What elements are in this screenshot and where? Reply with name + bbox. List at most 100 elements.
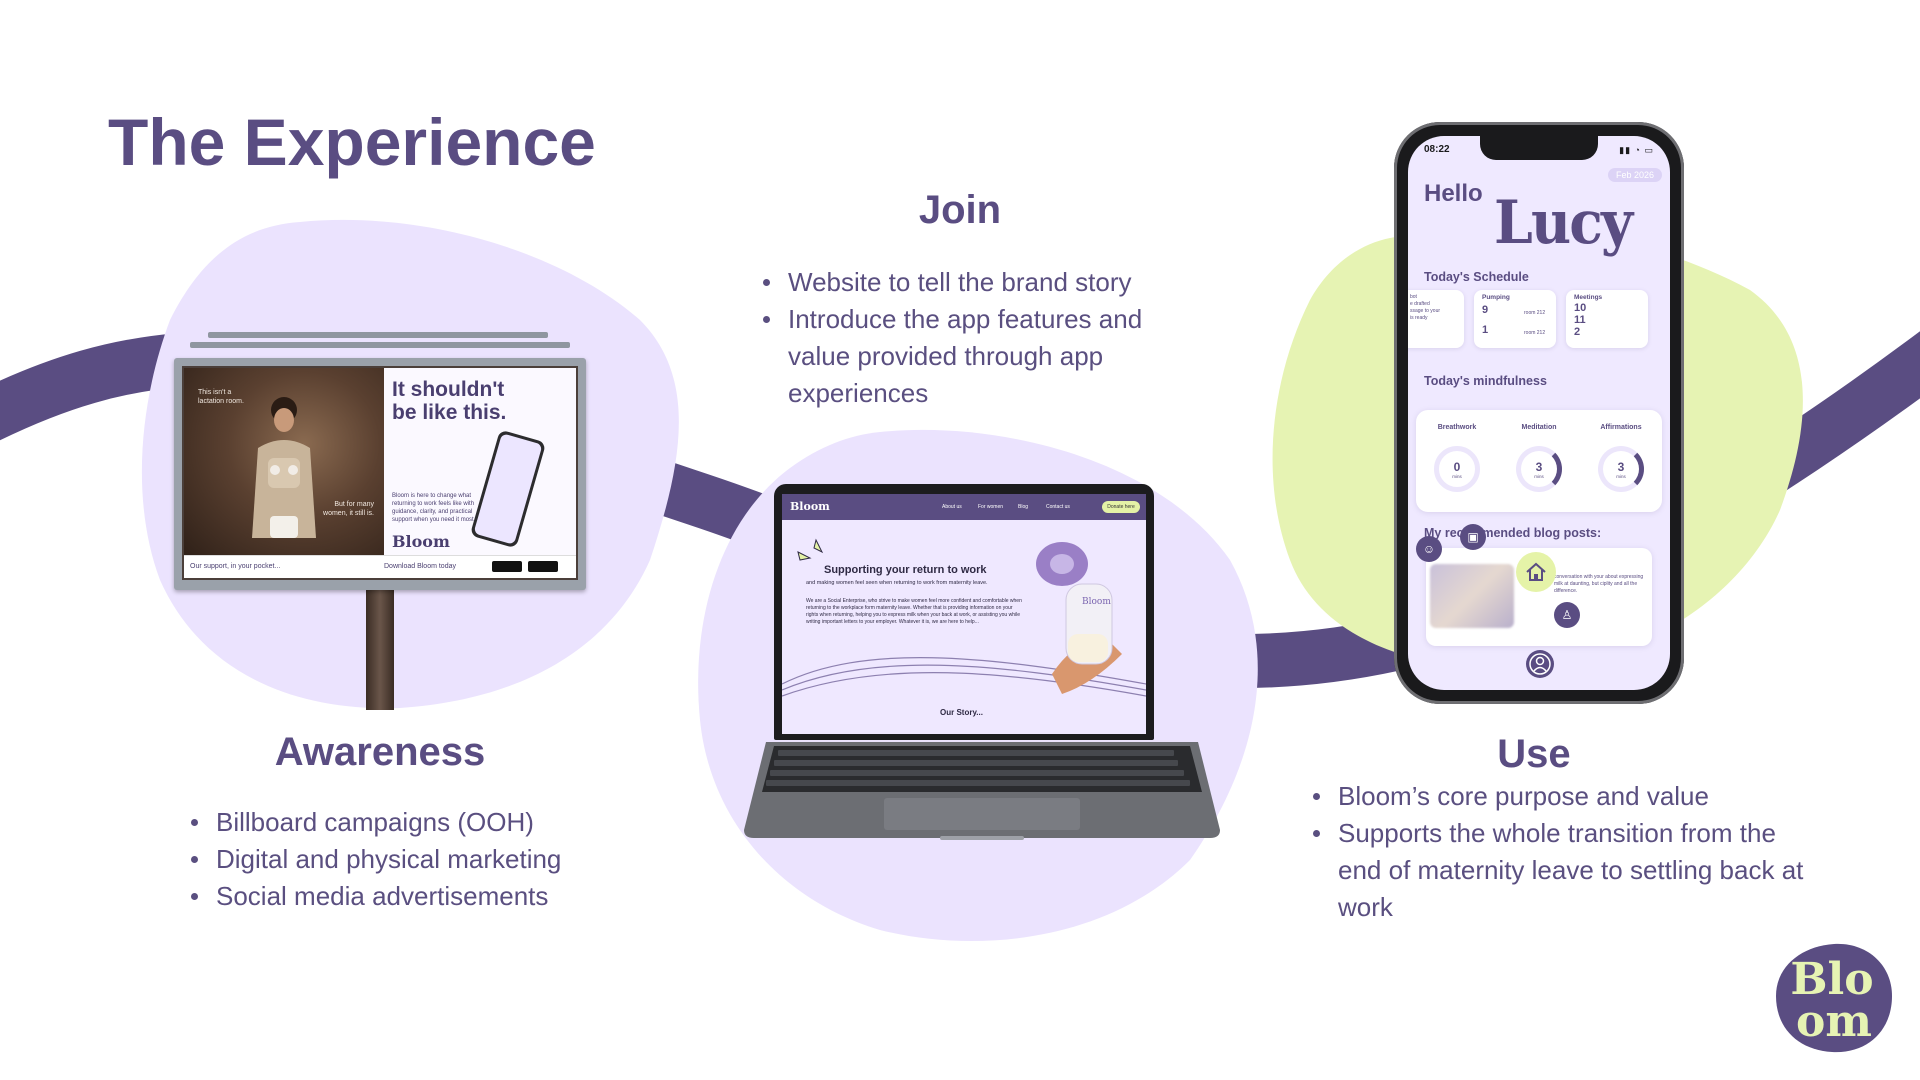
pumping-room-1: room 212 (1524, 310, 1546, 316)
meetings-time-3: 2 (1574, 326, 1581, 338)
app-store-badge (492, 561, 522, 572)
billboard-small-text-mid: But for many women, it still is. (323, 501, 374, 517)
greeting: Hello (1424, 180, 1483, 207)
affirmations-ring[interactable]: 3 mins (1598, 446, 1644, 492)
billboard-mockup: This isn't a lactation room. But for man… (168, 330, 592, 710)
join-bullet: Website to tell the brand story (760, 264, 1180, 301)
affirmations-label: Affirmations (1600, 424, 1642, 431)
home-icon (1526, 562, 1546, 581)
website-paragraph: We are a Social Enterprise, who strive t… (806, 598, 1022, 625)
billboard-footer-left: Our support, in your pocket... (190, 563, 281, 570)
schedule-card-meetings[interactable]: Meetings 10 11 2 (1566, 290, 1648, 348)
website-hero-title: Supporting your return to work (824, 564, 987, 576)
awareness-heading: Awareness (274, 730, 486, 774)
awareness-bullet: Social media advertisements (188, 878, 628, 915)
phone-notch (1480, 136, 1598, 160)
nav-link-for-women[interactable]: For women (978, 504, 1004, 510)
logo-line-2: om (1796, 996, 1872, 1047)
laptop-mockup: Bloom About us For women Blog Contact us… (744, 484, 1220, 848)
blog-image (1430, 564, 1514, 628)
website-hero-subtitle: and making women feel seen when returnin… (806, 580, 988, 586)
billboard-rail (208, 332, 548, 338)
affirmations-unit: mins (1616, 474, 1626, 479)
breathwork-unit: mins (1452, 474, 1462, 479)
website-screen: Bloom About us For women Blog Contact us… (782, 494, 1146, 734)
date-selector[interactable]: Feb 2026 (1607, 168, 1662, 182)
home-button[interactable] (1516, 552, 1556, 592)
awareness-bullets: Billboard campaigns (OOH) Digital and ph… (188, 804, 628, 915)
laptop-base (744, 742, 1220, 840)
affirmations-value: 3 (1617, 460, 1625, 474)
billboard-pole (366, 580, 394, 710)
blog-title: My recommended blog posts: (1424, 526, 1602, 540)
billboard-body-text: Bloom is here to change what returning t… (392, 493, 476, 523)
our-story-link[interactable]: Our Story... (940, 708, 983, 717)
pumping-time-1: 9 (1482, 304, 1489, 316)
phone-mockup: 08:22 ▮▮ ◔ ▭ Feb 2026 Hello Lucy Today's… (1394, 122, 1684, 704)
awareness-bullet: Billboard campaigns (OOH) (188, 804, 628, 841)
breast-pump-hand-image: Bloom (1036, 542, 1122, 694)
billboard-headline: It shouldn't be like this. (392, 378, 507, 424)
pumping-time-2: 1 (1482, 324, 1489, 336)
blog-snippet: conversation with your about expressing … (1554, 574, 1644, 594)
breathwork-label: Breathwork (1437, 424, 1477, 431)
profile-button[interactable] (1526, 650, 1554, 678)
status-time: 08:22 (1424, 144, 1450, 155)
meditation-person-icon[interactable]: ♙ (1554, 602, 1580, 628)
billboard-logo: Bloom (392, 532, 450, 551)
billboard-small-text-top: This isn't a lactation room. (198, 389, 244, 405)
use-bullets: Bloom’s core purpose and value Supports … (1310, 778, 1810, 926)
google-play-badge (528, 561, 558, 572)
billboard-rail (190, 342, 570, 348)
website-navbar: Bloom About us For women Blog Contact us… (782, 494, 1146, 520)
bloom-logo: Blo om (1776, 943, 1892, 1053)
robot-icon[interactable]: ☺ (1416, 536, 1442, 562)
logo-line-1: Blo (1790, 954, 1873, 1005)
woman-pumping-illustration (252, 397, 316, 538)
meditation-value: 3 (1535, 460, 1543, 474)
schedule-card-pumping[interactable]: Pumping 9 1 room 212 room 212 (1474, 290, 1556, 348)
website-logo[interactable]: Bloom (790, 500, 830, 513)
mindfulness-card: Breathwork Meditation Affirmations 0 min… (1416, 410, 1662, 512)
meditation-unit: mins (1534, 474, 1544, 479)
meetings-time-1: 10 (1574, 302, 1587, 314)
status-icons: ▮▮ ◔ ▭ (1619, 145, 1654, 155)
join-bullet: Introduce the app features and value pro… (760, 301, 1180, 412)
meetings-time-2: 11 (1574, 314, 1586, 326)
schedule-title: Today's Schedule (1424, 270, 1529, 284)
pumping-room-2: room 212 (1524, 330, 1546, 336)
bottle-icon[interactable]: ▣ (1460, 524, 1486, 550)
meditation-label: Meditation (1521, 424, 1557, 431)
donate-button[interactable]: Donate here (1102, 501, 1140, 513)
profile-icon (1529, 653, 1551, 675)
use-bullet: Bloom’s core purpose and value (1310, 778, 1810, 815)
meditation-ring[interactable]: 3 mins (1516, 446, 1562, 492)
breathwork-value: 0 (1453, 460, 1461, 474)
nav-link-contact[interactable]: Contact us (1046, 504, 1070, 510)
join-bullets: Website to tell the brand story Introduc… (760, 264, 1180, 412)
meetings-title: Meetings (1574, 294, 1603, 301)
svg-text:Bloom: Bloom (1082, 597, 1111, 607)
sparkle-icon (797, 538, 824, 561)
page-title: The Experience (108, 105, 596, 179)
billboard-phone-image (469, 429, 547, 549)
billboard-ad: This isn't a lactation room. But for man… (182, 366, 578, 580)
awareness-bullet: Digital and physical marketing (188, 841, 628, 878)
billboard-footer: Our support, in your pocket... Download … (184, 555, 576, 578)
nav-link-blog[interactable]: Blog (1018, 504, 1029, 510)
join-heading: Join (918, 188, 1002, 232)
use-bullet: Supports the whole transition from the e… (1310, 815, 1810, 926)
breathwork-ring[interactable]: 0 mins (1434, 446, 1480, 492)
pumping-title: Pumping (1482, 294, 1510, 301)
laptop-lid: Bloom About us For women Blog Contact us… (774, 484, 1154, 740)
mindfulness-title: Today's mindfulness (1424, 374, 1547, 388)
app-screen: 08:22 ▮▮ ◔ ▭ Feb 2026 Hello Lucy Today's… (1408, 136, 1670, 690)
user-name: Lucy (1494, 188, 1633, 258)
billboard-photo: This isn't a lactation room. But for man… (184, 368, 384, 558)
blog-card[interactable]: conversation with your about expressing … (1426, 548, 1652, 646)
use-heading: Use (1497, 732, 1571, 776)
nav-link-about[interactable]: About us (942, 504, 962, 510)
billboard-footer-mid: Download Bloom today (384, 563, 456, 570)
